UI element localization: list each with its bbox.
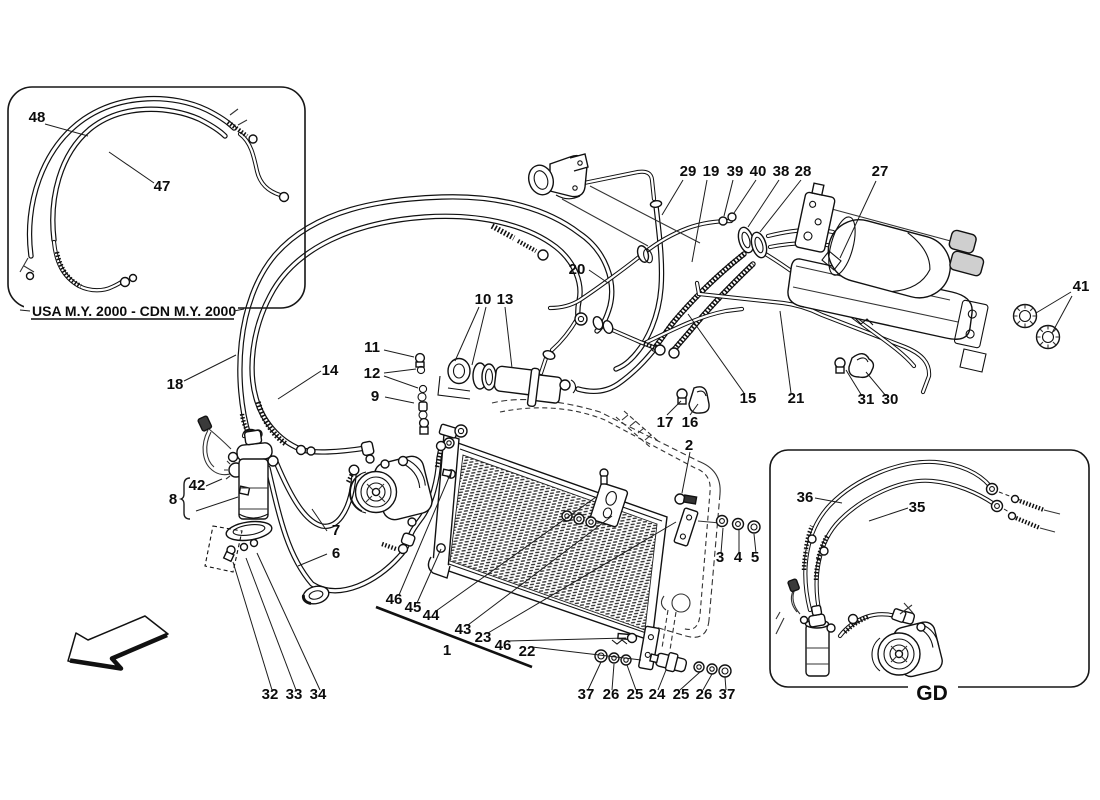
svg-text:26: 26 [696, 686, 713, 703]
svg-text:46: 46 [386, 591, 403, 608]
svg-text:47: 47 [154, 178, 171, 195]
svg-text:37: 37 [578, 686, 595, 703]
svg-text:5: 5 [751, 549, 759, 566]
svg-text:40: 40 [750, 163, 767, 180]
svg-text:11: 11 [364, 339, 380, 356]
svg-text:21: 21 [788, 390, 805, 407]
svg-text:34: 34 [310, 686, 327, 703]
svg-text:38: 38 [773, 163, 790, 180]
svg-text:GD: GD [916, 682, 948, 705]
svg-text:15: 15 [740, 390, 757, 407]
svg-text:35: 35 [909, 499, 926, 516]
svg-text:12: 12 [364, 365, 381, 382]
svg-text:16: 16 [682, 414, 699, 431]
svg-text:29: 29 [680, 163, 697, 180]
svg-text:14: 14 [322, 362, 339, 379]
svg-text:9: 9 [371, 388, 379, 405]
svg-text:48: 48 [29, 109, 46, 126]
svg-text:42: 42 [189, 477, 206, 494]
svg-text:18: 18 [167, 376, 184, 393]
svg-text:28: 28 [795, 163, 812, 180]
svg-text:22: 22 [519, 643, 536, 660]
svg-text:25: 25 [627, 686, 644, 703]
svg-text:27: 27 [872, 163, 889, 180]
svg-text:43: 43 [455, 621, 472, 638]
svg-text:4: 4 [734, 549, 743, 566]
svg-text:31: 31 [858, 391, 875, 408]
svg-text:13: 13 [497, 291, 514, 308]
svg-text:19: 19 [703, 163, 720, 180]
svg-text:1: 1 [443, 642, 451, 659]
svg-text:33: 33 [286, 686, 303, 703]
svg-text:32: 32 [262, 686, 279, 703]
svg-text:6: 6 [332, 545, 340, 562]
svg-text:30: 30 [882, 391, 899, 408]
svg-text:8: 8 [169, 491, 177, 508]
svg-text:41: 41 [1073, 278, 1090, 295]
svg-text:45: 45 [405, 599, 422, 616]
svg-text:39: 39 [727, 163, 744, 180]
svg-text:36: 36 [797, 489, 814, 506]
svg-text:23: 23 [475, 629, 492, 646]
svg-text:25: 25 [673, 686, 690, 703]
svg-text:26: 26 [603, 686, 620, 703]
svg-text:10: 10 [475, 291, 492, 308]
svg-text:46: 46 [495, 637, 512, 654]
svg-text:USA M.Y. 2000 - CDN M.Y. 2000: USA M.Y. 2000 - CDN M.Y. 2000 [32, 303, 236, 319]
svg-text:7: 7 [332, 522, 340, 539]
svg-text:44: 44 [423, 607, 440, 624]
svg-text:24: 24 [649, 686, 666, 703]
svg-text:3: 3 [716, 549, 724, 566]
svg-text:2: 2 [685, 437, 693, 454]
svg-text:20: 20 [569, 261, 586, 278]
svg-text:37: 37 [719, 686, 736, 703]
svg-text:17: 17 [657, 414, 674, 431]
